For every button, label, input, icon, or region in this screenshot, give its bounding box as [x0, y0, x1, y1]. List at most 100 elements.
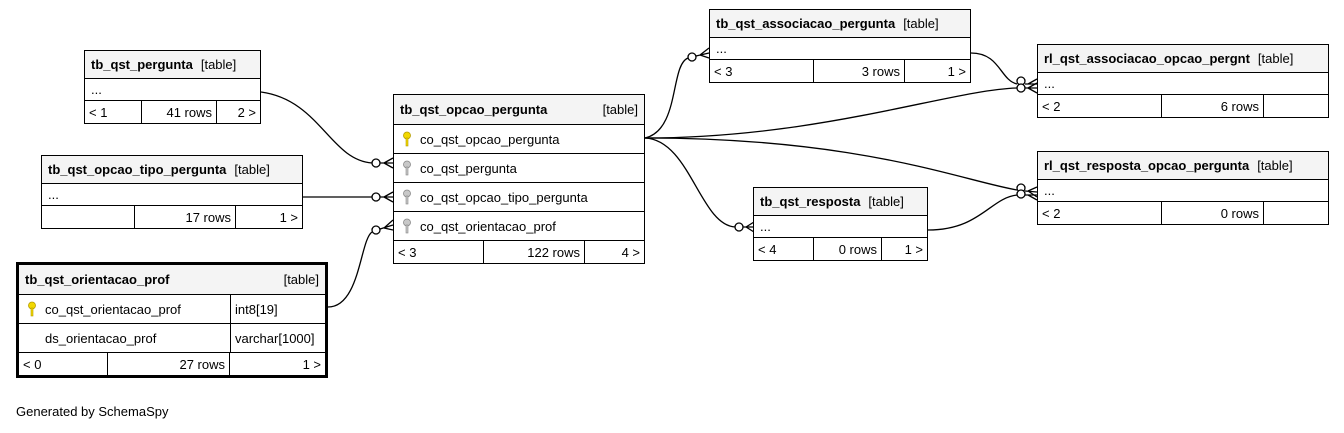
table-type: [table]	[283, 272, 319, 287]
parents-link[interactable]: < 0	[19, 353, 108, 375]
table-tb-qst-opcao-pergunta[interactable]: tb_qst_opcao_pergunta [table] co_qst_opc…	[393, 94, 645, 264]
table-header: tb_qst_opcao_pergunta [table]	[394, 95, 644, 125]
children-link[interactable]	[1264, 202, 1328, 224]
children-link[interactable]: 1 >	[904, 241, 923, 257]
children-link[interactable]: 1 >	[279, 209, 298, 225]
table-rl-qst-associacao-opcao-pergnt[interactable]: rl_qst_associacao_opcao_pergnt [table] .…	[1037, 44, 1329, 118]
edge-pergunta-opcao	[260, 91, 373, 164]
column-type: varchar[1000]	[230, 324, 325, 352]
table-type: [table]	[234, 162, 270, 177]
children-link[interactable]: 4 >	[621, 244, 640, 260]
parents-link[interactable]: < 1	[85, 101, 142, 123]
table-name: rl_qst_resposta_opcao_pergunta	[1044, 158, 1250, 173]
column-name: co_qst_opcao_pergunta	[420, 131, 560, 147]
row-count: 0 rows	[1162, 202, 1264, 224]
table-header: rl_qst_resposta_opcao_pergunta [table]	[1038, 152, 1328, 180]
table-header: tb_qst_opcao_tipo_pergunta [table]	[42, 156, 302, 184]
table-header: rl_qst_associacao_opcao_pergnt [table]	[1038, 45, 1328, 73]
column-type: int8[19]	[230, 295, 325, 323]
parents-link[interactable]	[42, 206, 135, 228]
table-type: [table]	[1257, 158, 1293, 173]
row-count: 6 rows	[1162, 95, 1264, 117]
table-footer: < 1 41 rows 2 >	[85, 101, 260, 123]
edge-associacao-rl-associacao	[970, 52, 1018, 85]
table-name: tb_qst_resposta	[760, 194, 861, 209]
table-footer: < 0 27 rows 1 >	[19, 353, 325, 375]
column-name: co_qst_pergunta	[420, 160, 517, 176]
table-type: [table]	[1257, 51, 1294, 66]
row-count: 41 rows	[142, 101, 217, 123]
children-link[interactable]	[1264, 95, 1328, 117]
parents-link[interactable]: < 2	[1038, 95, 1162, 117]
table-columns-ellipsis: ...	[754, 216, 927, 238]
column-name: co_qst_opcao_tipo_pergunta	[420, 189, 588, 205]
table-columns-ellipsis: ...	[710, 38, 970, 60]
edge-opcao-associacao	[644, 57, 689, 139]
row-count: 122 rows	[484, 241, 585, 263]
table-tb-qst-associacao-pergunta[interactable]: tb_qst_associacao_pergunta [table] ... <…	[709, 9, 971, 83]
table-tb-qst-orientacao-prof[interactable]: tb_qst_orientacao_prof [table] co_qst_or…	[16, 262, 328, 378]
column-row[interactable]: co_qst_opcao_tipo_pergunta	[394, 183, 644, 212]
table-header: tb_qst_orientacao_prof [table]	[19, 265, 325, 295]
column-row[interactable]: co_qst_orientacao_prof	[394, 212, 644, 241]
no-key-spacer	[25, 330, 39, 346]
table-name: tb_qst_opcao_tipo_pergunta	[48, 162, 227, 177]
column-name: ds_orientacao_prof	[45, 330, 157, 346]
table-header: tb_qst_pergunta [table]	[85, 51, 260, 79]
table-name: rl_qst_associacao_opcao_pergnt	[1044, 51, 1250, 66]
children-link[interactable]: 1 >	[947, 63, 966, 79]
column-row[interactable]: co_qst_orientacao_prof int8[19]	[19, 295, 325, 324]
column-row[interactable]: co_qst_pergunta	[394, 154, 644, 183]
parents-link[interactable]: < 3	[710, 60, 814, 82]
table-footer: < 2 0 rows	[1038, 202, 1328, 224]
parents-link[interactable]: < 4	[754, 238, 814, 260]
edge-resposta-rl-resposta	[927, 194, 1018, 231]
table-type: [table]	[200, 57, 237, 72]
column-row[interactable]: ds_orientacao_prof varchar[1000]	[19, 324, 325, 353]
table-columns-ellipsis: ...	[1038, 73, 1328, 95]
table-footer: < 4 0 rows 1 >	[754, 238, 927, 260]
column-name: co_qst_orientacao_prof	[45, 301, 181, 317]
table-tb-qst-opcao-tipo-pergunta[interactable]: tb_qst_opcao_tipo_pergunta [table] ... 1…	[41, 155, 303, 229]
table-footer: < 2 6 rows	[1038, 95, 1328, 117]
generated-by-caption: Generated by SchemaSpy	[16, 404, 169, 419]
column-name: co_qst_orientacao_prof	[420, 218, 556, 234]
table-type: [table]	[602, 102, 638, 117]
table-name: tb_qst_associacao_pergunta	[716, 16, 896, 31]
table-tb-qst-pergunta[interactable]: tb_qst_pergunta [table] ... < 1 41 rows …	[84, 50, 261, 124]
table-tb-qst-resposta[interactable]: tb_qst_resposta [table] ... < 4 0 rows 1…	[753, 187, 928, 261]
edge-opcao-resposta	[644, 137, 736, 228]
table-type: [table]	[903, 16, 939, 31]
column-row[interactable]: co_qst_opcao_pergunta	[394, 125, 644, 154]
row-count: 17 rows	[135, 206, 236, 228]
table-footer: 17 rows 1 >	[42, 206, 302, 228]
row-count: 27 rows	[108, 353, 230, 375]
table-type: [table]	[868, 194, 904, 209]
edge-opcao-rl-resposta	[644, 137, 1018, 191]
parents-link[interactable]: < 3	[394, 241, 484, 263]
table-footer: < 3 122 rows 4 >	[394, 241, 644, 263]
row-count: 0 rows	[814, 238, 882, 260]
table-name: tb_qst_orientacao_prof	[25, 272, 170, 287]
foreign-key-icon	[403, 160, 411, 176]
children-link[interactable]: 1 >	[302, 356, 321, 372]
table-rl-qst-resposta-opcao-pergunta[interactable]: rl_qst_resposta_opcao_pergunta [table] .…	[1037, 151, 1329, 225]
table-columns-ellipsis: ...	[1038, 180, 1328, 202]
parents-link[interactable]: < 2	[1038, 202, 1162, 224]
table-header: tb_qst_resposta [table]	[754, 188, 927, 216]
table-footer: < 3 3 rows 1 >	[710, 60, 970, 82]
row-count: 3 rows	[814, 60, 905, 82]
table-name: tb_qst_pergunta	[91, 57, 193, 72]
primary-key-icon	[403, 131, 411, 147]
children-link[interactable]: 2 >	[237, 104, 256, 120]
table-columns-ellipsis: ...	[85, 79, 260, 101]
edge-orientacao-opcao	[327, 231, 373, 308]
foreign-key-icon	[403, 218, 411, 234]
table-header: tb_qst_associacao_pergunta [table]	[710, 10, 970, 38]
table-columns-ellipsis: ...	[42, 184, 302, 206]
primary-key-icon	[28, 301, 36, 317]
edge-opcao-rl-associacao	[644, 87, 1018, 139]
table-name: tb_qst_opcao_pergunta	[400, 102, 548, 117]
foreign-key-icon	[403, 189, 411, 205]
